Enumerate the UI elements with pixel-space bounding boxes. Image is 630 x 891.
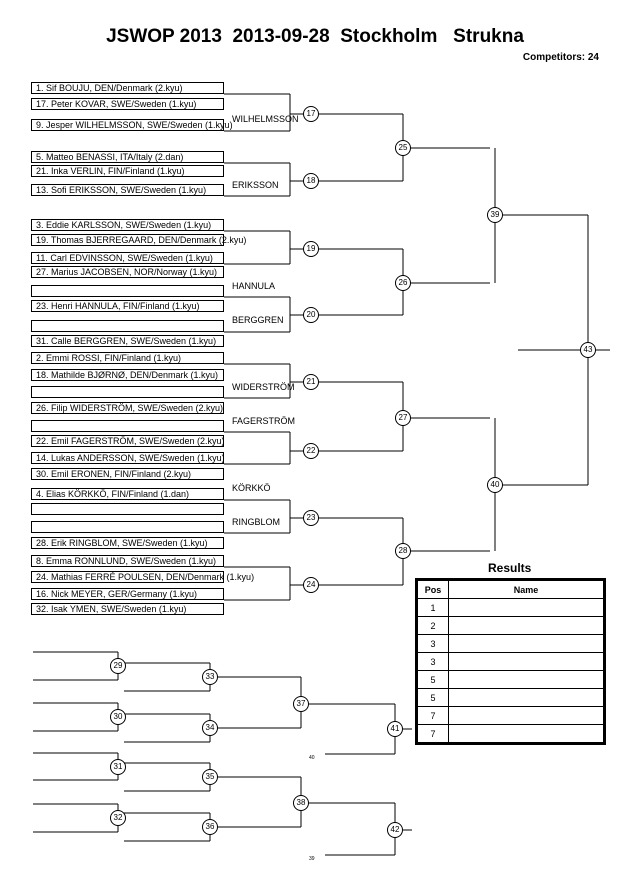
results-pos: 1 [417,598,449,617]
results-header-name: Name [448,580,604,599]
results-pos: 3 [417,634,449,653]
results-row: 3 [417,634,604,653]
results-name [448,688,604,707]
results-name [448,724,604,743]
results-name [448,598,604,617]
competitors-count: Competitors: 24 [522,52,599,63]
results-row: 1 [417,598,604,617]
page-title: JSWOP 2013 2013-09-28 Stockholm Strukna [106,26,524,47]
results-row: 3 [417,652,604,671]
results-row: 7 [417,706,604,725]
results-pos: 7 [417,706,449,725]
results-title: Results [488,561,532,575]
results-row: 2 [417,616,604,635]
results-name [448,634,604,653]
results-header-pos: Pos [417,580,449,599]
results-pos: 5 [417,670,449,689]
results-pos: 5 [417,688,449,707]
results-row: 5 [417,688,604,707]
results-name [448,616,604,635]
results-name [448,652,604,671]
results-row: 5 [417,670,604,689]
results-pos: 3 [417,652,449,671]
results-name [448,670,604,689]
results-pos: 2 [417,616,449,635]
results-name [448,706,604,725]
results-pos: 7 [417,724,449,743]
results-row: 7 [417,724,604,743]
